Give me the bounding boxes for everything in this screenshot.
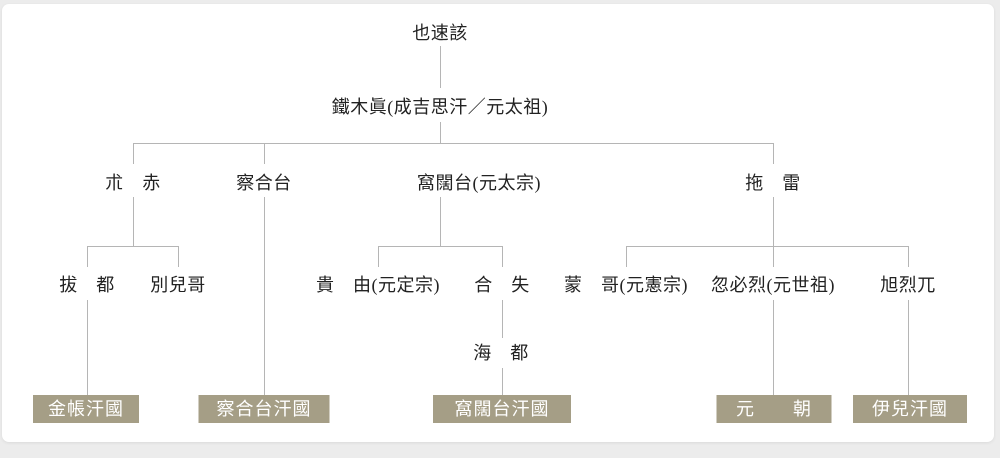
connector-temujin-children-bar xyxy=(133,143,773,144)
connector-drop-tolui xyxy=(773,143,774,164)
connector-ogedei-children-bar xyxy=(378,246,502,247)
khanate-box-yuan-dynasty: 元 朝 xyxy=(716,395,832,423)
connector-drop-batu xyxy=(87,246,88,267)
khanate-box-ilkhanate: 伊兒汗國 xyxy=(853,395,967,423)
node-tolui: 拖 雷 xyxy=(745,173,801,193)
connector-drop-chagatai xyxy=(264,143,265,164)
node-hulegu: 旭烈兀 xyxy=(880,275,936,295)
khanate-box-golden-horde: 金帳汗國 xyxy=(33,395,139,423)
node-yesugei: 也速該 xyxy=(412,23,468,43)
connector-jochi-children-bar xyxy=(87,246,178,247)
connector-tolui-down xyxy=(773,197,774,267)
node-kaidu: 海 都 xyxy=(473,343,529,363)
connector-qashi-kaidu xyxy=(502,300,503,338)
node-kublai: 忽必烈(元世祖) xyxy=(711,275,835,295)
node-temujin-genghis-khan: 鐵木眞(成吉思汗／元太祖) xyxy=(331,97,549,117)
node-ogedei: 窩闊台(元太宗) xyxy=(417,173,541,193)
connector-drop-qashi xyxy=(502,246,503,267)
connector-jochi-down xyxy=(133,197,134,246)
node-batu: 拔 都 xyxy=(59,275,115,295)
connector-drop-jochi xyxy=(133,143,134,164)
diagram-canvas xyxy=(2,4,994,442)
connector-yesugei-temujin xyxy=(440,46,441,88)
connector-drop-berke xyxy=(178,246,179,267)
khanate-box-chagatai: 察合台汗國 xyxy=(198,395,330,423)
node-berke: 別兒哥 xyxy=(150,275,206,295)
connector-tolui-children-bar xyxy=(626,246,908,247)
connector-drop-hulegu xyxy=(908,246,909,267)
connector-temujin-down xyxy=(440,122,441,143)
connector-kaidu-ogedei-khanate xyxy=(502,368,503,395)
connector-chagatai-khanate xyxy=(264,197,265,395)
connector-batu-golden-horde xyxy=(87,300,88,395)
connector-drop-mongke xyxy=(626,246,627,267)
connector-drop-guyuk xyxy=(378,246,379,267)
node-jochi: 朮 赤 xyxy=(105,173,161,193)
node-qashi: 合 失 xyxy=(474,275,530,295)
khanate-box-ogedei: 窩闊台汗國 xyxy=(433,395,571,423)
node-chagatai: 察合台 xyxy=(236,173,292,193)
connector-ogedei-down xyxy=(440,197,441,246)
connector-kublai-yuan xyxy=(773,300,774,395)
node-mongke: 蒙 哥(元憲宗) xyxy=(564,275,688,295)
node-guyuk: 貴 由(元定宗) xyxy=(316,275,440,295)
connector-hulegu-ilkhanate xyxy=(908,300,909,395)
